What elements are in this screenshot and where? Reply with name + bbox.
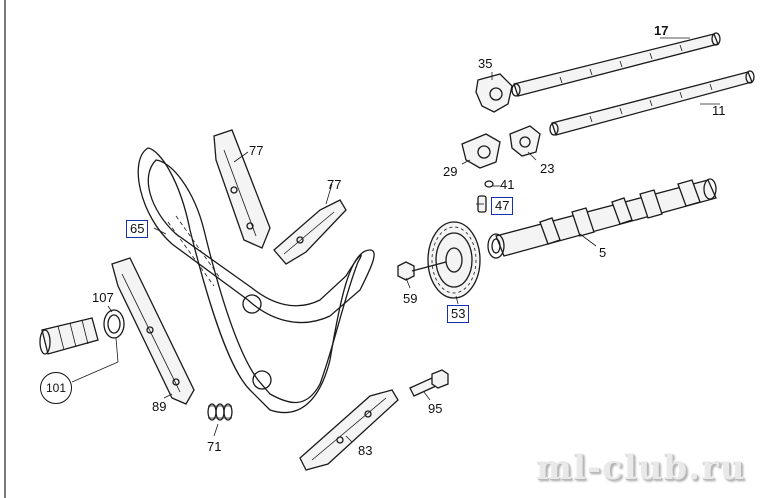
bolt-59 [397,261,447,281]
label-part-83: 83 [358,443,373,458]
guide-rail-83 [299,389,399,471]
label-part-47: 47 [491,197,514,215]
label-part-107: 107 [92,290,114,305]
frame-border [0,0,6,498]
camshaft-sprocket-53 [427,221,481,299]
label-part-5: 5 [599,245,607,260]
label-part-71: 71 [207,439,222,454]
chain-links-71 [207,403,233,421]
chain-tensioner-107 [39,309,125,355]
watermark-logo: ml-club.ru [536,448,746,488]
rocker-arm-35 [475,73,513,113]
rocker-arm-23 [509,125,541,157]
bolt-95 [409,369,449,397]
label-part-59: 59 [403,291,418,306]
tensioner-rail-89 [111,257,195,405]
guide-rail-77-right [273,199,347,265]
label-part-89: 89 [152,399,167,414]
leader-lines [107,37,720,443]
timing-chain [137,147,375,414]
label-part-35: 35 [478,56,493,71]
label-part-41: 41 [500,177,515,192]
rocker-arm-29 [461,133,501,169]
label-part-95: 95 [428,401,443,416]
rocker-shaft-lower [549,70,755,136]
label-part-77-upper: 77 [249,143,264,158]
label-part-65: 65 [126,220,149,238]
label-part-77-right: 77 [327,177,342,192]
label-part-53: 53 [447,305,470,323]
rocker-shaft-upper [511,32,721,97]
label-part-101: 101 [40,372,72,404]
leader-line-101 [71,337,119,383]
label-part-11: 11 [712,103,726,118]
label-part-17: 17 [654,23,669,38]
camshaft-5 [487,178,717,259]
guide-rail-77-upper [213,129,271,249]
label-part-23: 23 [540,161,555,176]
label-part-29: 29 [443,164,458,179]
